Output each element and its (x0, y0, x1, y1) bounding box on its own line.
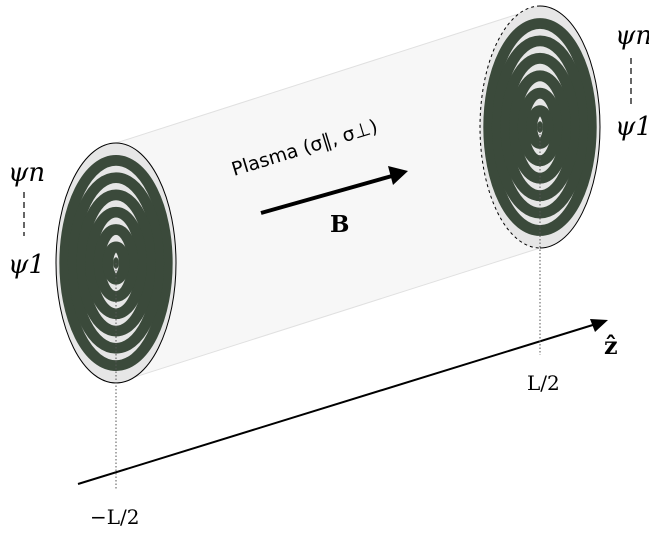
left-flux-ring (85, 206, 147, 320)
left-psi-1-label: ψ1 (8, 250, 45, 280)
left-flux-ring (93, 224, 139, 302)
cylinder-bottom-edge (115, 247, 541, 384)
left-position-label: −L/2 (90, 505, 140, 529)
z-axis (77, 323, 597, 485)
z-axis-arrowhead (590, 319, 608, 332)
right-flux-ring (526, 105, 554, 149)
right-flux-ring (491, 35, 589, 219)
right-flux-rings (483, 18, 597, 236)
right-disk-hidden-edge (479, 5, 541, 249)
right-psi-1-label: ψ1 (615, 112, 649, 142)
cylinder-top-edge (115, 6, 541, 144)
magnetic-field-arrowhead (388, 166, 408, 185)
z-axis-label: ẑ (604, 331, 618, 360)
right-flux-ring (483, 18, 597, 236)
right-position-label: L/2 (527, 371, 560, 395)
right-flux-ring (517, 87, 563, 167)
magnetic-field-label: B (330, 211, 349, 238)
right-disk-visible-edge (539, 5, 601, 249)
right-flux-ring (500, 52, 580, 202)
left-flux-ring (76, 189, 156, 337)
right-flux-ring (509, 70, 571, 184)
right-psi-n-label: ψn (615, 21, 649, 51)
magnetic-field-arrow (260, 174, 393, 215)
left-flux-ring (102, 241, 130, 285)
left-psi-n-label: ψn (8, 158, 45, 188)
